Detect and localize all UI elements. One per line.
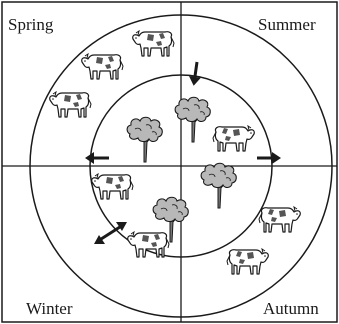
cow-icon <box>227 249 268 274</box>
arrow-icon <box>188 61 203 86</box>
cow-icon <box>92 174 133 199</box>
label-spring: Spring <box>8 16 53 33</box>
cow-icon <box>128 232 169 257</box>
tree-icon <box>201 163 236 208</box>
tree-icon <box>127 117 162 162</box>
label-winter: Winter <box>26 300 73 317</box>
cow-icon <box>213 126 254 151</box>
label-summer: Summer <box>258 16 316 33</box>
cow-icon <box>259 207 300 232</box>
cow-icon <box>50 92 91 117</box>
arrow-icon <box>85 152 109 164</box>
cow-icon <box>82 54 123 79</box>
arrow-icon <box>94 222 127 244</box>
label-autumn: Autumn <box>263 300 319 317</box>
arrow-icon <box>257 152 281 164</box>
cow-icon <box>133 31 174 56</box>
